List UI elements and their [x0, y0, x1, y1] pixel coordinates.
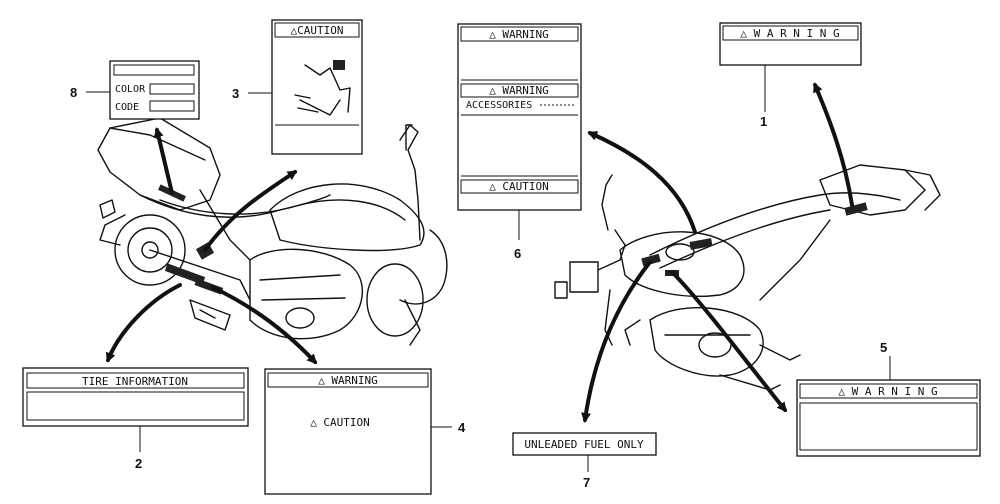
label-7-number: 7	[583, 475, 590, 490]
motorcycle-right-drawing	[554, 164, 941, 391]
label-2-heading: TIRE INFORMATION	[82, 375, 188, 388]
label-1-warning: △ W A R N I N G 1	[719, 22, 862, 129]
label-2-tire-information: TIRE INFORMATION 2	[22, 367, 249, 471]
label-7-unleaded-fuel: UNLEADED FUEL ONLY 7	[512, 432, 657, 490]
label-1-number: 1	[760, 114, 767, 129]
label-5-warning: △ W A R N I N G 5	[796, 340, 981, 457]
label-4-warning-caution: △ WARNING △ CAUTION 4	[264, 368, 466, 495]
label-4-inner: △ CAUTION	[310, 416, 370, 429]
label-2-number: 2	[135, 456, 142, 471]
label-3-heading: △CAUTION	[291, 24, 344, 37]
label-8-code: CODE	[115, 102, 139, 113]
label-8-color-code: COLOR CODE 8	[70, 60, 200, 120]
label-6-warning-stack: △ WARNING △ WARNING ACCESSORIES △ CAUTIO…	[457, 23, 582, 261]
label-6-heading-top: △ WARNING	[489, 28, 549, 41]
label-7-text: UNLEADED FUEL ONLY	[524, 438, 644, 451]
label-3-caution: △CAUTION 3	[232, 19, 363, 155]
label-4-number: 4	[458, 420, 466, 435]
label-4-heading: △ WARNING	[318, 374, 378, 387]
motorcycle-left-drawing	[97, 117, 448, 346]
label-5-heading: △ W A R N I N G	[838, 385, 937, 398]
label-6-accessories: ACCESSORIES	[466, 100, 532, 111]
label-6-number: 6	[514, 246, 521, 261]
label-8-number: 8	[70, 85, 77, 100]
pointer-arrows	[105, 82, 854, 423]
label-6-heading-mid: △ WARNING	[489, 84, 549, 97]
label-3-number: 3	[232, 86, 239, 101]
label-8-color: COLOR	[115, 84, 146, 95]
label-6-heading-bottom: △ CAUTION	[489, 180, 549, 193]
label-1-heading: △ W A R N I N G	[740, 27, 839, 40]
label-5-number: 5	[880, 340, 887, 355]
